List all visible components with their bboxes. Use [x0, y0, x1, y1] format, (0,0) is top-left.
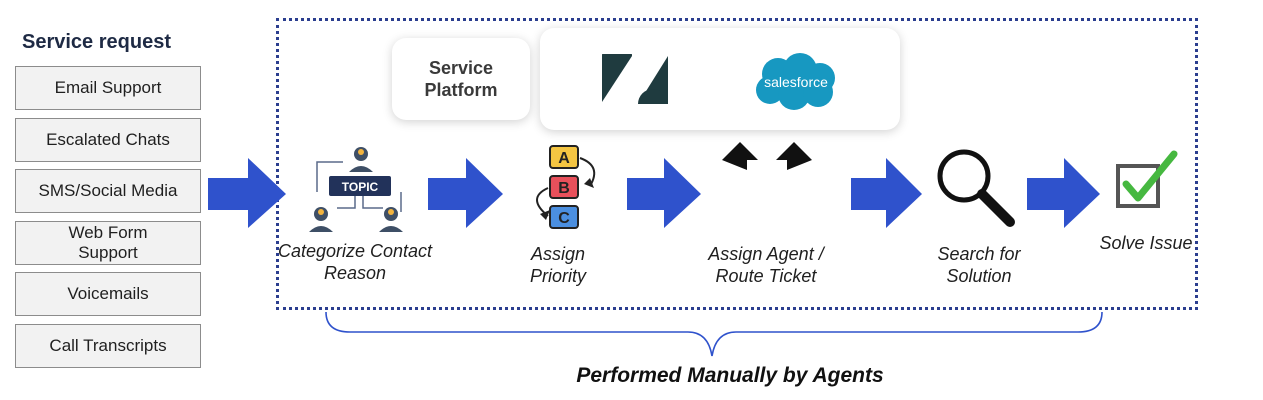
salesforce-text: salesforce	[764, 74, 828, 90]
step-label-solve: Solve Issue	[1099, 233, 1193, 253]
magnifier-icon	[937, 149, 1015, 227]
step-label-route: Assign Agent / Route Ticket	[708, 244, 824, 286]
flow-arrow-1	[208, 158, 286, 228]
step-label-categorize: Categorize Contact Reason	[277, 241, 433, 283]
salesforce-logo-icon: salesforce	[756, 53, 835, 110]
topic-people-icon: TOPIC	[309, 147, 403, 232]
channel-web-form: Web Form Support	[15, 221, 201, 265]
flow-arrow-5	[1027, 158, 1100, 228]
performed-manually-caption: Performed Manually by Agents	[576, 364, 884, 387]
bottom-brace	[325, 311, 1103, 357]
channel-email-support: Email Support	[15, 66, 201, 110]
flow-arrow-4	[851, 158, 922, 228]
channel-label: SMS/Social Media	[38, 181, 178, 200]
priority-letter-b: B	[558, 180, 570, 197]
platform-logos-card: salesforce	[540, 28, 900, 130]
flow-arrow-2	[428, 158, 503, 228]
step-label-search: Search for Solution	[937, 244, 1021, 286]
step-label-priority: Assign Priority	[529, 244, 586, 286]
service-request-title: Service request	[22, 31, 171, 53]
channel-voicemails: Voicemails	[15, 272, 201, 316]
split-arrows-icon	[722, 142, 812, 170]
process-frame	[276, 18, 1198, 310]
channel-label: Web Form Support	[68, 223, 148, 262]
service-platform-card: Service Platform	[392, 38, 530, 120]
channel-call-transcripts: Call Transcripts	[15, 324, 201, 368]
channel-label: Call Transcripts	[49, 336, 167, 355]
flow-arrow-3	[627, 158, 701, 228]
topic-badge: TOPIC	[342, 180, 379, 194]
abc-priority-icon: A B C	[536, 145, 596, 229]
priority-letter-a: A	[558, 150, 570, 167]
priority-letter-c: C	[558, 210, 570, 227]
checkbox-icon	[1116, 150, 1178, 208]
channel-sms-social: SMS/Social Media	[15, 169, 201, 213]
service-platform-label: Service Platform	[424, 58, 498, 100]
channel-label: Email Support	[54, 78, 162, 97]
channel-label: Escalated Chats	[46, 130, 170, 149]
channel-escalated-chats: Escalated Chats	[15, 118, 201, 162]
zendesk-logo-icon	[602, 54, 668, 104]
channel-label: Voicemails	[67, 284, 149, 303]
